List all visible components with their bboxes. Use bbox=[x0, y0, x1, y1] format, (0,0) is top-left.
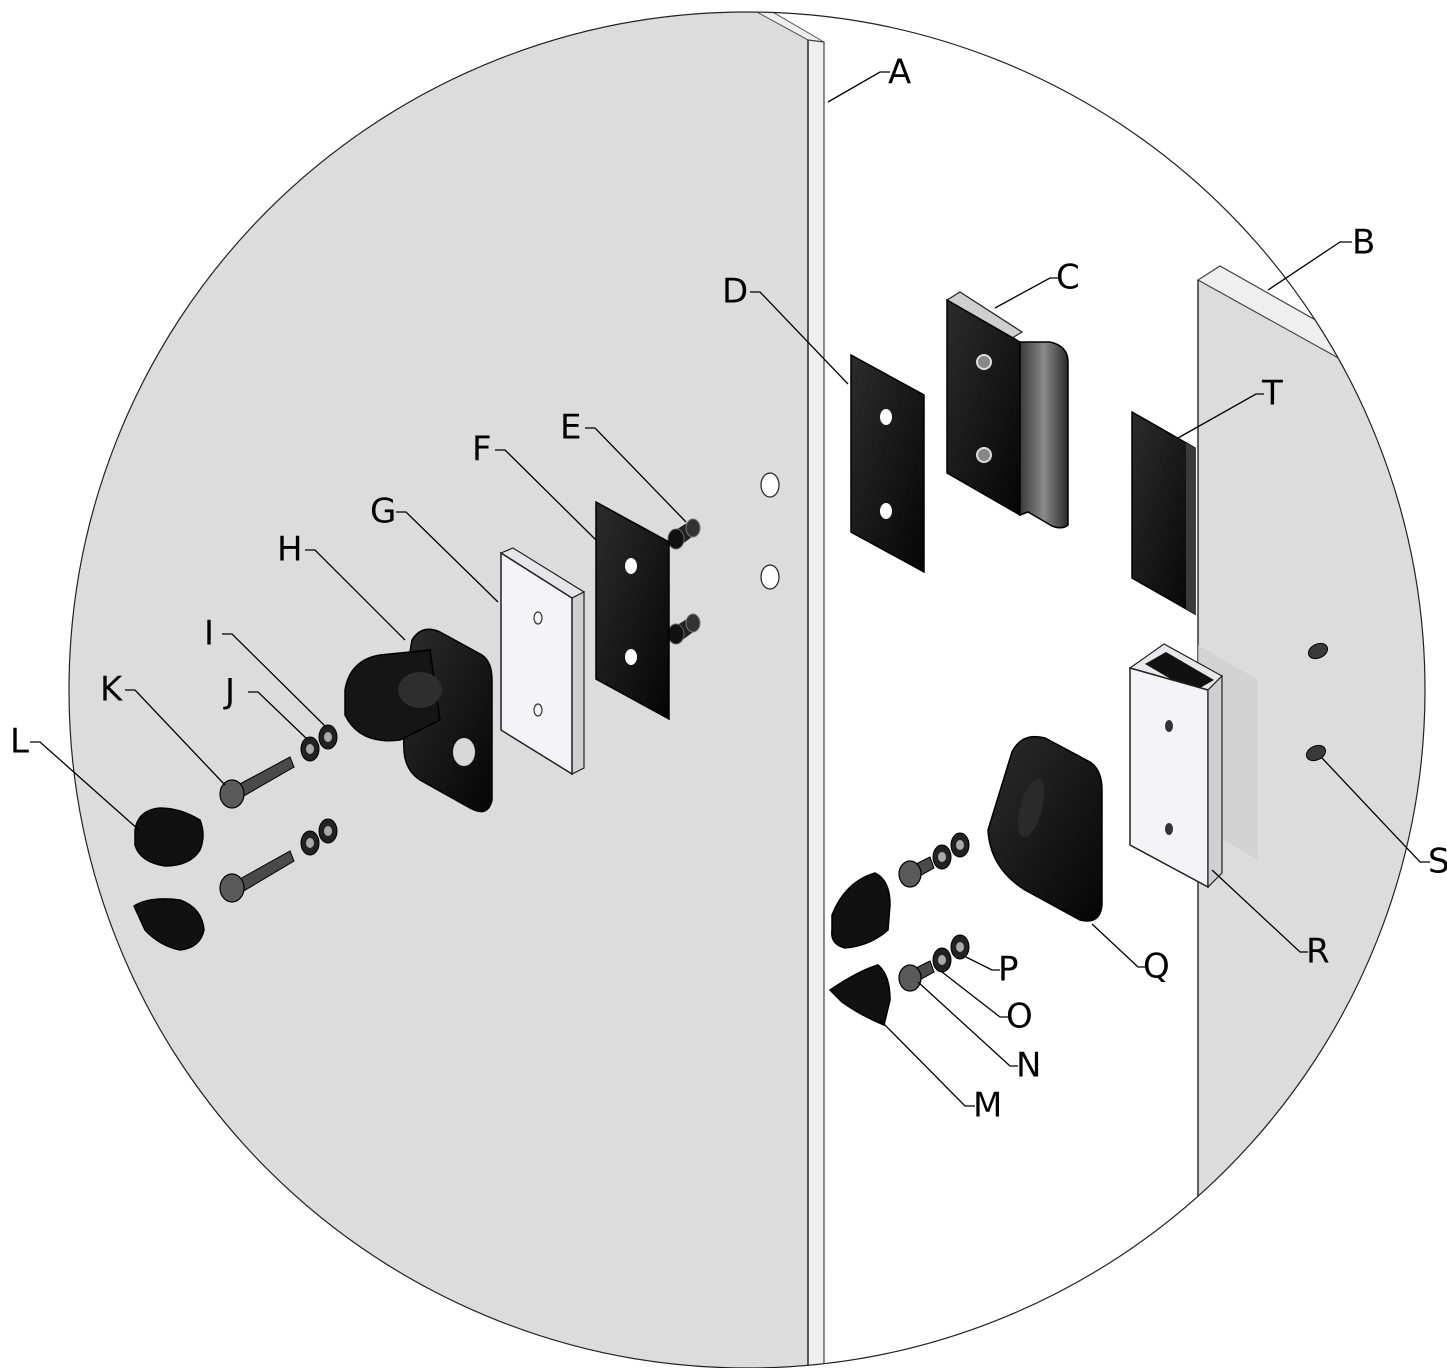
hinge-knuckle-h bbox=[344, 628, 493, 813]
callout-s: S bbox=[1428, 842, 1447, 882]
set-screws-s bbox=[1305, 642, 1329, 762]
callout-o: O bbox=[1006, 997, 1033, 1037]
callout-p: P bbox=[998, 950, 1019, 990]
callout-c: C bbox=[1056, 258, 1080, 298]
backing-plate-f bbox=[595, 500, 670, 721]
detail-circle-outline bbox=[68, 11, 1426, 1368]
leader-r bbox=[1211, 869, 1308, 953]
washers-right bbox=[932, 832, 970, 973]
leader-k bbox=[125, 689, 226, 786]
leader-g bbox=[396, 511, 499, 603]
leader-m bbox=[879, 1019, 975, 1107]
callout-m: M bbox=[973, 1086, 1002, 1126]
callout-labels: A B C D E F G H I J K L M N O P Q R S T bbox=[10, 53, 1447, 1126]
callout-d: D bbox=[722, 272, 748, 312]
gasket-plate-d bbox=[850, 353, 925, 574]
callout-b: B bbox=[1352, 223, 1375, 263]
white-pad-g bbox=[499, 547, 586, 776]
callout-n: N bbox=[1016, 1046, 1041, 1086]
leader-q bbox=[1091, 923, 1145, 968]
callout-g: G bbox=[370, 492, 396, 532]
callout-f: F bbox=[472, 430, 492, 470]
screws-left bbox=[219, 756, 295, 903]
washers-left bbox=[300, 724, 338, 856]
leader-e bbox=[585, 427, 687, 523]
spacer-sleeves-e bbox=[667, 518, 701, 645]
leader-p bbox=[965, 956, 1000, 971]
leader-i bbox=[222, 633, 326, 727]
screws-right bbox=[898, 856, 935, 992]
leader-a bbox=[827, 71, 890, 103]
leader-d bbox=[750, 291, 849, 385]
leader-o bbox=[941, 971, 1008, 1018]
callout-l: L bbox=[10, 722, 29, 762]
callout-k: K bbox=[100, 670, 124, 710]
callout-j: J bbox=[223, 672, 235, 712]
cover-caps-right bbox=[828, 872, 891, 1027]
leader-f bbox=[495, 449, 597, 541]
callout-e: E bbox=[560, 408, 581, 448]
leader-lines bbox=[30, 71, 1430, 1107]
hinge-bracket-c bbox=[945, 291, 1069, 529]
leader-b bbox=[1267, 241, 1352, 291]
leader-j bbox=[248, 691, 308, 740]
cover-caps-left bbox=[133, 807, 205, 951]
leader-c bbox=[994, 277, 1058, 309]
callout-h: H bbox=[277, 530, 303, 570]
leader-t bbox=[1177, 393, 1264, 439]
leader-n bbox=[917, 981, 1018, 1067]
callout-a: A bbox=[888, 53, 911, 93]
panel-b bbox=[1196, 265, 1425, 1368]
callout-q: Q bbox=[1143, 947, 1170, 987]
callout-r: R bbox=[1306, 932, 1330, 972]
leader-s bbox=[1321, 757, 1430, 863]
channel-bracket-r bbox=[1128, 643, 1223, 889]
leader-l bbox=[30, 741, 140, 831]
callout-t: T bbox=[1261, 374, 1283, 414]
gasket-strip-t bbox=[1131, 410, 1196, 616]
callout-i: I bbox=[204, 614, 214, 654]
hinge-knuckle-q bbox=[987, 735, 1103, 922]
leader-h bbox=[305, 549, 406, 641]
panel-holes bbox=[760, 472, 780, 590]
